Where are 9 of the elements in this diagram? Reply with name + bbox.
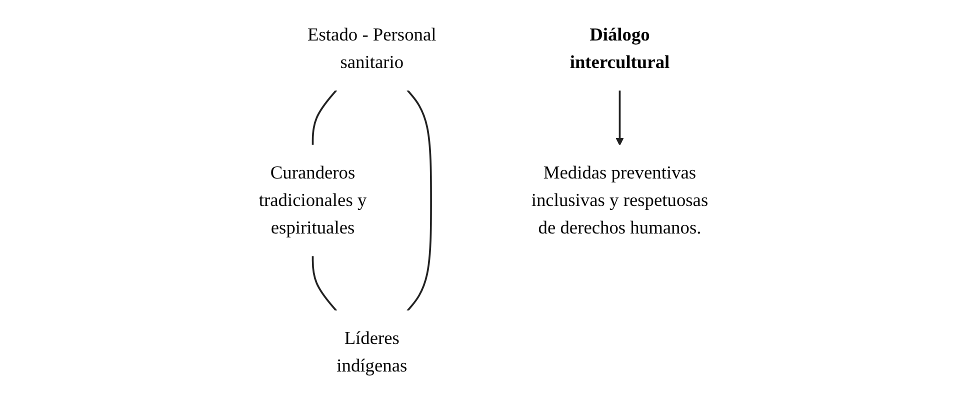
connector (406, 90, 432, 312)
node-text: Diálogo intercultural (570, 24, 670, 73)
arrow (616, 90, 624, 146)
connector (312, 90, 338, 146)
node-text: Medidas preventivas inclusivas y respetuosas de derechos humanos. (531, 162, 708, 238)
connector (312, 256, 338, 312)
node-text: Líderes indígenas (336, 328, 408, 376)
node-text: Estado - Personal sanitario (308, 24, 436, 73)
node-text: Curanderos tradicionales y espirituales (258, 162, 367, 238)
